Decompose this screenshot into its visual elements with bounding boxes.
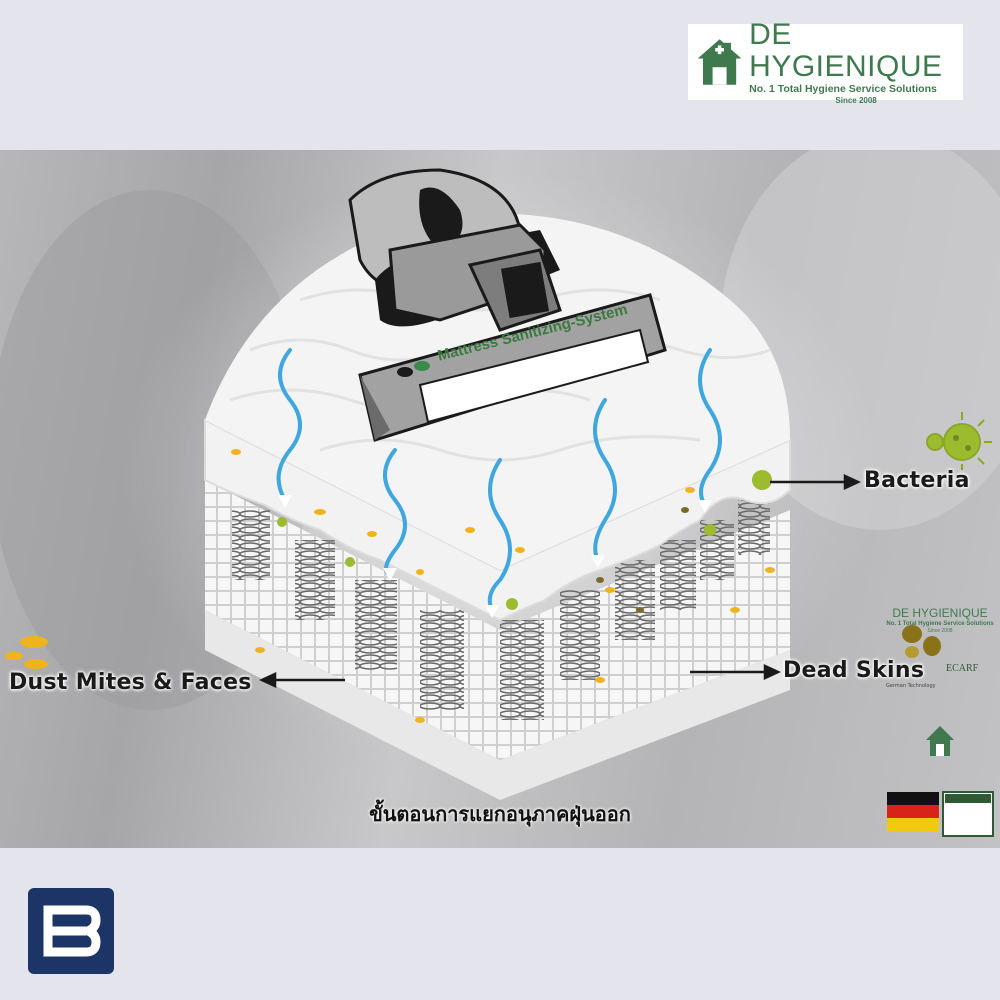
corner-brand: DE HYGIENIQUE No. 1 Total Hygiene Servic… xyxy=(886,576,994,634)
label-dead-skins: Dead Skins xyxy=(783,658,925,683)
dust-particles xyxy=(231,449,775,723)
suction-airflow xyxy=(276,348,722,612)
mini-house-icon xyxy=(926,726,954,756)
german-flag-icon xyxy=(887,792,939,831)
mattress-illustration: Mattress Sanitizing-System Bacteria Dead… xyxy=(0,150,1000,848)
b-logo-icon xyxy=(28,888,114,974)
caption-thai: ขั้นตอนการแยกอนุภาคฝุ่นออก xyxy=(369,802,631,826)
brand-name: DE HYGIENIQUE xyxy=(749,17,943,83)
bacteria-icon xyxy=(926,412,992,470)
brand-since: Since 2008 xyxy=(835,95,877,105)
dead-skin-icon xyxy=(902,625,941,658)
german-technology-text: German Technology xyxy=(886,683,936,689)
corner-brand-tagline: No. 1 Total Hygiene Service Solutions xyxy=(886,621,994,627)
brand-tagline: No. 1 Total Hygiene Service Solutions xyxy=(749,82,937,95)
ecarf-text: ECARF xyxy=(946,663,979,674)
label-dust-mites: Dust Mites & Faces xyxy=(9,670,252,695)
vacuum-device xyxy=(348,168,667,442)
ecarf-badge xyxy=(942,791,994,837)
label-bacteria: Bacteria xyxy=(864,468,970,493)
corner-brand-name: DE HYGIENIQUE xyxy=(892,606,988,620)
springs xyxy=(232,500,770,720)
mattress-artwork xyxy=(0,150,1000,837)
house-cross-icon xyxy=(697,39,742,85)
brand-logo-box: DE HYGIENIQUE No. 1 Total Hygiene Servic… xyxy=(688,18,963,105)
dust-flakes-icon xyxy=(5,636,48,669)
corner-brand-since: Since 2008 xyxy=(927,628,953,634)
